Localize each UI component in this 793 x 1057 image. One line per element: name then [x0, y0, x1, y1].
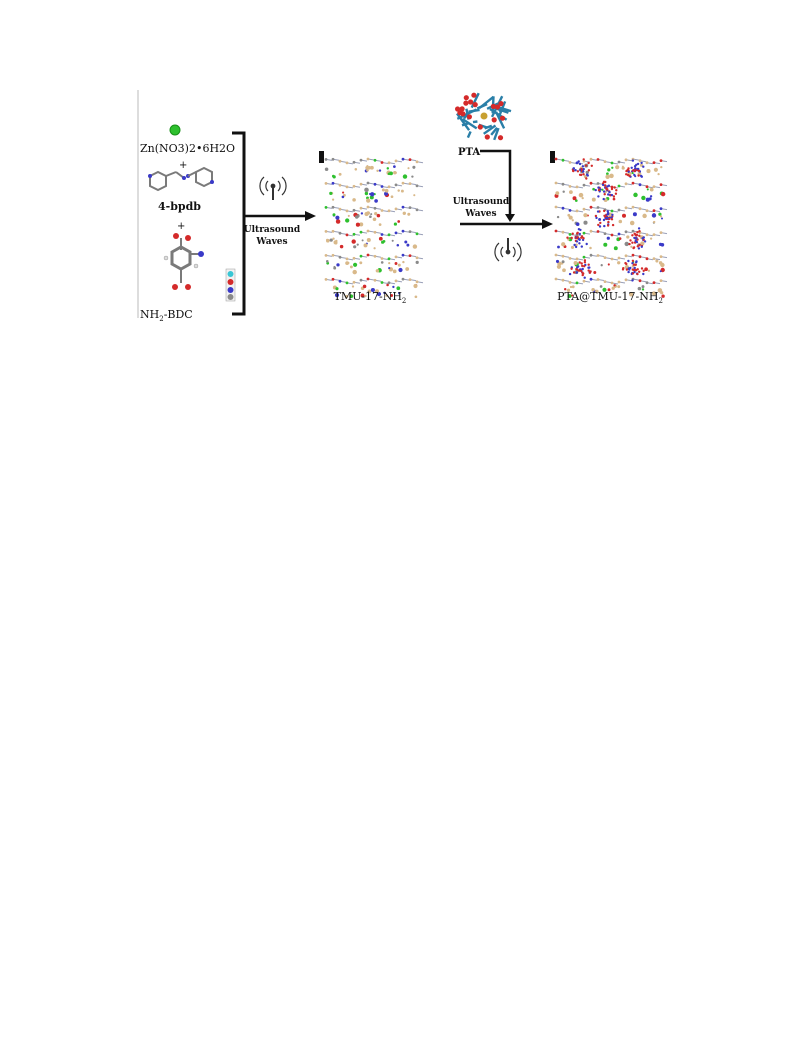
reagents-bracket [232, 131, 246, 316]
pta-label: PTA [458, 147, 480, 158]
atom-color-legend [225, 268, 236, 302]
zinc-atom-icon [169, 124, 181, 136]
arrow-head-1 [305, 211, 316, 221]
pta-cluster-image [455, 92, 512, 141]
zinc-salt-label: Zn(NO3)2•6H2O [140, 142, 235, 155]
mof-label: TMU-17-NH2 [334, 290, 407, 305]
bpdb-molecule-icon [148, 166, 214, 192]
step2-label-line2: Waves [464, 209, 496, 219]
step1-label-line2: Waves [255, 237, 287, 247]
ultrasound-icon-2 [494, 238, 522, 262]
nh2-bdc-molecule-icon [163, 233, 204, 290]
acid-label: NH2-BDC [140, 308, 193, 323]
product-label: PTA@TMU-17-NH2 [557, 290, 663, 305]
pta-at-tmu-17-nh2-framework-image [550, 151, 668, 299]
scale-marker-2 [550, 151, 555, 163]
pta-path-line [480, 149, 512, 216]
ultrasound-icon-1 [259, 176, 287, 200]
plus-sign-1: + [179, 160, 187, 171]
step1-label-line1: Ultrasound [244, 225, 301, 235]
pta-arrow-head [505, 214, 515, 222]
linker-label: 4-bpdb [158, 200, 201, 213]
scale-marker-1 [319, 151, 324, 163]
plus-sign-2: + [177, 221, 185, 232]
step2-label-line1: Ultrasound [453, 197, 510, 207]
arrow-head-2 [542, 219, 553, 229]
tmu-17-nh2-framework-image [319, 151, 424, 299]
